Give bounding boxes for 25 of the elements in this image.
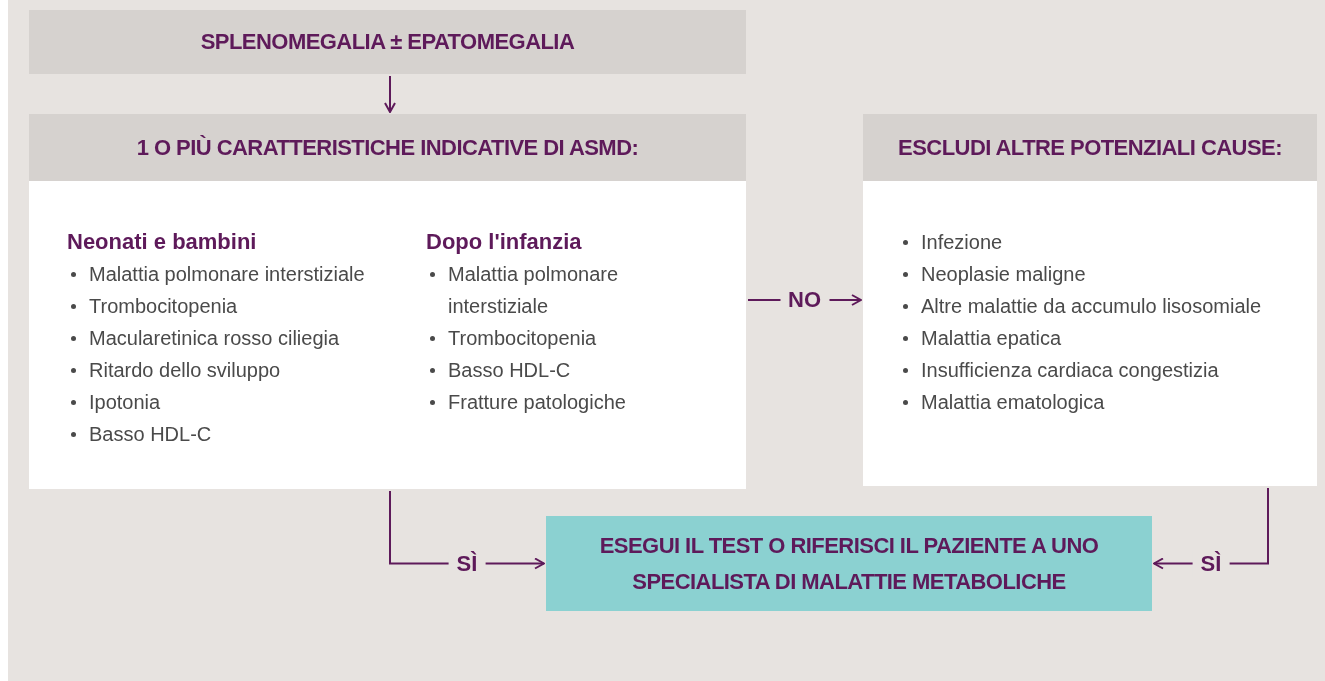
column-heading: Neonati e bambini — [67, 228, 258, 256]
bullet-item: Altre malattie da accumulo lisosomiale — [899, 290, 1279, 322]
start-box: SPLENOMEGALIA ± EPATOMEGALIA — [29, 10, 746, 74]
column-heading: Dopo l'infanzia — [426, 228, 583, 256]
bullet-item: Fratture patologiche — [426, 386, 716, 418]
bullet-item: Malattia polmonare interstiziale — [426, 258, 716, 322]
bullet-item: Malattia polmonare interstiziale — [67, 258, 377, 290]
connector-arrow — [384, 75, 396, 113]
panel-heading: 1 O PIÙ CARATTERISTICHE INDICATIVE DI ASMD: — [136, 134, 639, 162]
bullet-item: Basso HDL-C — [67, 418, 377, 450]
action-box: ESEGUI IL TEST O RIFERISCI IL PAZIENTE A UNO SPECIALISTA DI MALATTIE METABOLICHE — [546, 516, 1152, 611]
bullet-item: Malattia ematologica — [899, 386, 1279, 418]
bullet-item: Trombocitopenia — [67, 290, 377, 322]
criteria-panel — [29, 114, 746, 489]
bullet-item: Macularetinica rosso ciliegia — [67, 322, 377, 354]
bullet-item: Basso HDL-C — [426, 354, 716, 386]
bullet-item: Insufficienza cardiaca congestizia — [899, 354, 1279, 386]
bullet-item: Ipotonia — [67, 386, 377, 418]
bullet-item: Malattia epatica — [899, 322, 1279, 354]
bullet-item: Neoplasie maligne — [899, 258, 1279, 290]
bullet-item: Trombocitopenia — [426, 322, 716, 354]
bullet-item: Ritardo dello sviluppo — [67, 354, 377, 386]
panel-heading: ESCLUDI ALTRE POTENZIALI CAUSE: — [898, 134, 1282, 162]
bullet-item: Infezione — [899, 226, 1279, 258]
criteria-panel — [863, 114, 1317, 486]
